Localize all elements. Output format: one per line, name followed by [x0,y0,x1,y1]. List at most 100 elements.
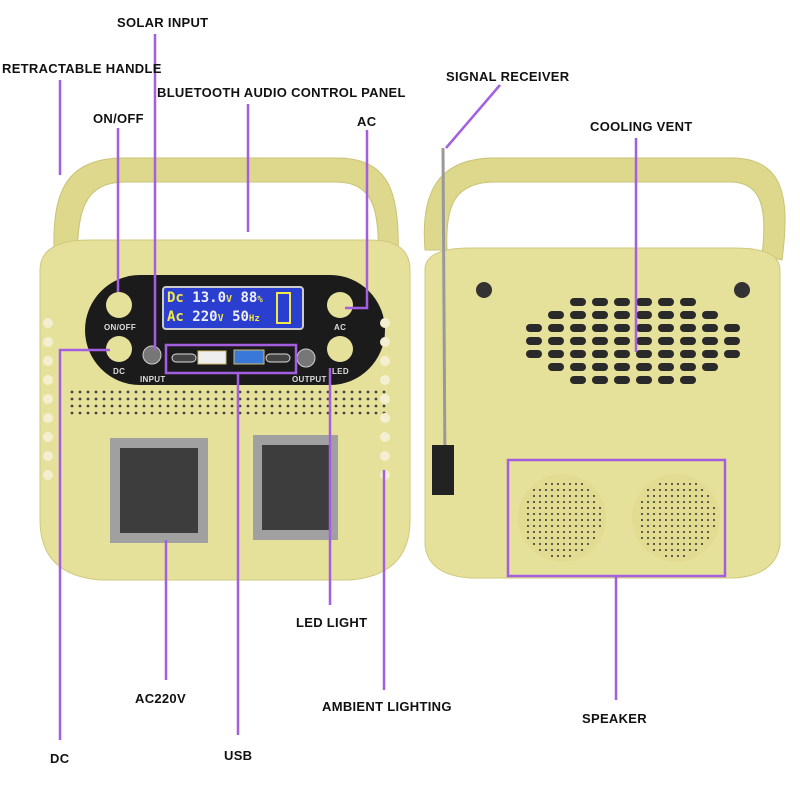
speaker-hole [557,537,559,539]
led-bead [43,432,53,442]
lcd-ac-label: Ac [167,309,184,325]
speaker-hole [581,513,583,515]
vent-dot [182,404,186,408]
speaker-hole [575,537,577,539]
speaker-hole [665,537,667,539]
speaker-hole [527,537,529,539]
speaker-hole [665,495,667,497]
speaker-hole [677,507,679,509]
vent-dot [350,411,354,415]
speaker-hole [641,501,643,503]
label-speaker: SPEAKER [582,711,647,726]
speaker-hole [701,537,703,539]
vent-dot [310,404,314,408]
speaker-hole [557,555,559,557]
vent-dot [198,411,202,415]
speaker-hole [659,519,661,521]
speaker-hole [677,555,679,557]
vent-dot [254,397,258,401]
battery-icon [276,292,291,324]
speaker-hole [587,543,589,545]
vent-dot [86,411,90,415]
speaker-hole [665,483,667,485]
speaker-hole [527,501,529,503]
speaker-hole [539,507,541,509]
speaker-hole [701,531,703,533]
vent-slot [680,298,696,306]
speaker-hole [533,513,535,515]
button-led[interactable] [327,336,353,362]
input-port [142,345,162,365]
speaker-hole [557,519,559,521]
vent-dot [374,404,378,408]
speaker-hole [701,489,703,491]
speaker-hole [587,495,589,497]
speaker-hole [557,501,559,503]
vent-dot [294,411,298,415]
vent-dot [342,404,346,408]
speaker-hole [713,525,715,527]
speaker-hole [707,537,709,539]
vent-dot [126,397,130,401]
speaker-hole [593,531,595,533]
speaker-hole [683,489,685,491]
speaker-hole [677,501,679,503]
speaker-hole [551,507,553,509]
button-ac[interactable] [327,292,353,318]
speaker-hole [665,489,667,491]
speaker-hole [701,513,703,515]
speaker-hole [545,531,547,533]
vent-dot [198,404,202,408]
speaker-hole [575,495,577,497]
vent-slot [702,363,718,371]
vent-dot [222,411,226,415]
vent-dot [190,404,194,408]
button-on-off[interactable] [106,292,132,318]
speaker-hole [653,495,655,497]
speaker-hole [677,543,679,545]
speaker-hole [677,531,679,533]
speaker-hole [641,519,643,521]
vent-dot [158,404,162,408]
vent-dot [302,404,306,408]
speaker-hole [659,513,661,515]
vent-dot [294,404,298,408]
speaker-hole [653,537,655,539]
speaker-hole [533,501,535,503]
lcd-percent: 88 [240,290,258,306]
speaker-hole [677,537,679,539]
vent-dot [78,411,82,415]
vent-slot [614,298,630,306]
vent-dot [70,404,74,408]
speaker-hole [707,495,709,497]
vent-dot [238,404,242,408]
vent-dot [150,390,154,394]
vent-dot [118,404,122,408]
led-bead [43,318,53,328]
speaker-hole [545,549,547,551]
vent-dot [102,390,106,394]
speaker-hole [587,507,589,509]
led-bead [380,375,390,385]
label-cooling-vent: COOLING VENT [590,119,693,134]
vent-dot [334,404,338,408]
vent-dot [70,411,74,415]
speaker-holes [527,483,715,557]
speaker-hole [551,513,553,515]
speaker-hole [599,519,601,521]
speaker-hole [659,501,661,503]
vent-slot [592,298,608,306]
vent-dot [254,390,258,394]
vent-slot [702,311,718,319]
speaker-hole [689,543,691,545]
vent-slot [636,311,652,319]
button-dc[interactable] [106,336,132,362]
vent-dot [302,411,306,415]
speaker-hole [551,483,553,485]
speaker-hole [539,549,541,551]
vent-dot [382,390,386,394]
vent-dot [158,390,162,394]
speaker-hole [563,549,565,551]
vent-slot [658,350,674,358]
speaker-hole [701,495,703,497]
